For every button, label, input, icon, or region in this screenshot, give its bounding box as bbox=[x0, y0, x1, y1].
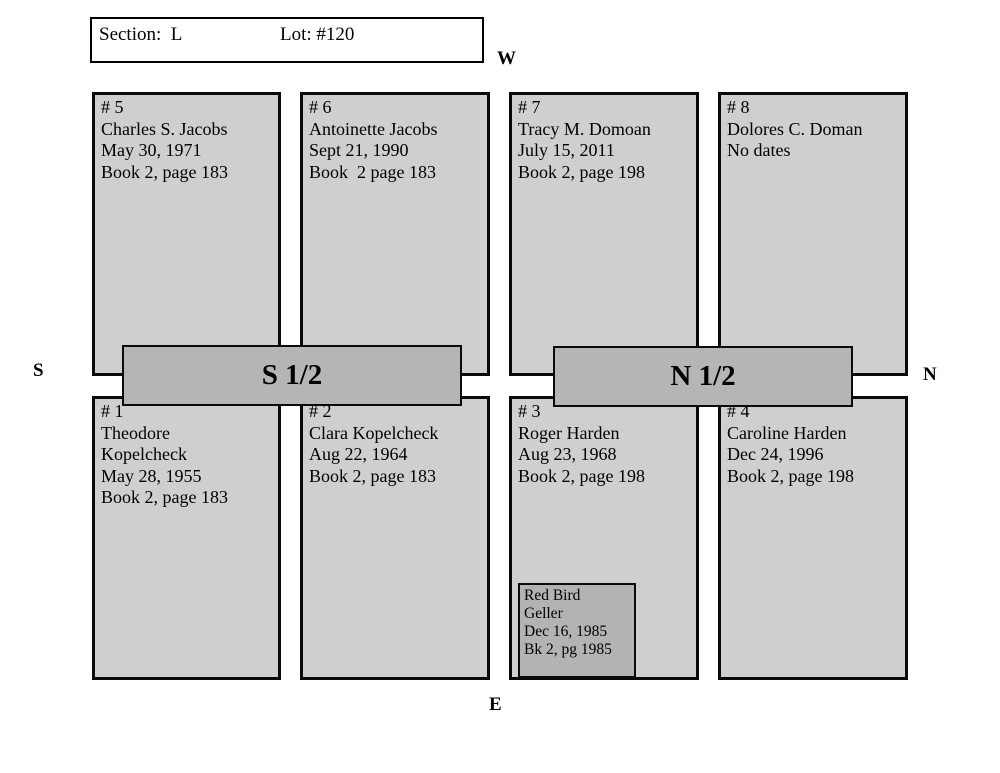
plot-name: Kopelcheck bbox=[101, 444, 187, 464]
section-label: Section: L bbox=[99, 24, 183, 45]
plot-5: # 5 Charles S. Jacobs May 30, 1971 Book … bbox=[92, 92, 281, 376]
south-half-bar: S 1/2 bbox=[122, 345, 462, 406]
marker-name: Red Bird bbox=[524, 587, 581, 604]
plot-6: # 6 Antoinette Jacobs Sept 21, 1990 Book… bbox=[300, 92, 490, 376]
section-lot-header-box: Section: L Lot: #120 bbox=[90, 17, 484, 63]
north-half-label: N 1/2 bbox=[670, 360, 736, 392]
marker-date: Dec 16, 1985 bbox=[524, 623, 608, 640]
plot-number: # 4 bbox=[727, 401, 750, 421]
plot-name: Roger Harden bbox=[518, 422, 620, 443]
plot-name: Clara Kopelcheck bbox=[309, 422, 439, 443]
compass-east-label: E bbox=[489, 694, 502, 715]
plot-name: Antoinette Jacobs bbox=[309, 118, 438, 139]
plot-name: Charles S. Jacobs bbox=[101, 118, 228, 139]
plot-date: Aug 22, 1964 bbox=[309, 444, 408, 464]
plot-number: # 8 bbox=[727, 97, 750, 117]
plot-7: # 7 Tracy M. Domoan July 15, 2011 Book 2… bbox=[509, 92, 699, 376]
plot-book-ref: Book 2, page 198 bbox=[727, 465, 854, 486]
compass-west-label: W bbox=[497, 48, 516, 69]
plot-number: # 7 bbox=[518, 97, 541, 117]
plot-name: Theodore bbox=[101, 422, 170, 443]
plot-1: # 1 Theodore Kopelcheck May 28, 1955 Boo… bbox=[92, 396, 281, 680]
plot-number: # 6 bbox=[309, 97, 332, 117]
plot-name: Tracy M. Domoan bbox=[518, 118, 651, 139]
plot-number: # 2 bbox=[309, 401, 332, 421]
lot-number-label: Lot: #120 bbox=[280, 24, 355, 45]
plot-date: Dec 24, 1996 bbox=[727, 444, 824, 464]
plot-3: # 3 Roger Harden Aug 23, 1968 Book 2, pa… bbox=[509, 396, 699, 680]
plot-number: # 5 bbox=[101, 97, 124, 117]
plot-book-ref: Book 2, page 198 bbox=[518, 465, 645, 486]
plot-2: # 2 Clara Kopelcheck Aug 22, 1964 Book 2… bbox=[300, 396, 490, 680]
plot-date: No dates bbox=[727, 140, 791, 160]
marker-book-ref: Bk 2, pg 1985 bbox=[524, 641, 612, 658]
plot-number: # 1 bbox=[101, 401, 124, 421]
plot-book-ref: Book 2 page 183 bbox=[309, 161, 436, 182]
plot-date: May 30, 1971 bbox=[101, 140, 202, 160]
plot-date: May 28, 1955 bbox=[101, 465, 202, 486]
plot-date: July 15, 2011 bbox=[518, 140, 615, 160]
plot-book-ref: Book 2, page 183 bbox=[101, 161, 228, 182]
south-half-label: S 1/2 bbox=[261, 359, 323, 391]
plot-4: # 4 Caroline Harden Dec 24, 1996 Book 2,… bbox=[718, 396, 908, 680]
plot-8: # 8 Dolores C. Doman No dates bbox=[718, 92, 908, 376]
compass-north-label: N bbox=[923, 364, 937, 385]
north-half-bar: N 1/2 bbox=[553, 346, 853, 407]
plot-name: Dolores C. Doman bbox=[727, 118, 863, 139]
plot-date: Sept 21, 1990 bbox=[309, 140, 409, 160]
inner-burial-marker-box: Red Bird Geller Dec 16, 1985 Bk 2, pg 19… bbox=[518, 583, 636, 678]
plot-book-ref: Book 2, page 183 bbox=[309, 465, 436, 486]
compass-south-label: S bbox=[33, 360, 44, 381]
plot-name: Caroline Harden bbox=[727, 422, 847, 443]
plot-book-ref: Book 2, page 198 bbox=[518, 161, 645, 182]
plot-date: Aug 23, 1968 bbox=[518, 444, 617, 464]
plot-number: # 3 bbox=[518, 401, 541, 421]
plot-book-ref: Book 2, page 183 bbox=[101, 487, 228, 507]
marker-name: Geller bbox=[524, 605, 563, 622]
